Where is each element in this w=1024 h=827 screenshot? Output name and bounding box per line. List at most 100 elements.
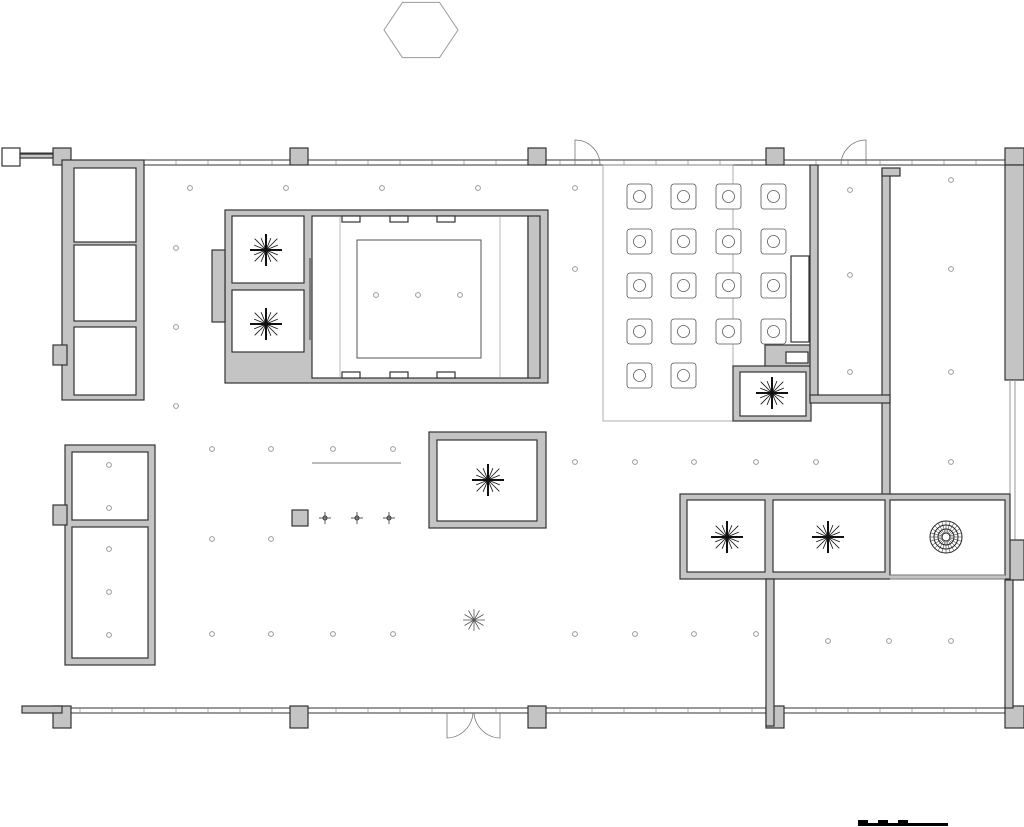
column xyxy=(1004,147,1024,166)
round-fixture-spoke xyxy=(930,537,943,542)
table-unit-seat xyxy=(677,279,690,292)
round-fixture-spoke xyxy=(947,523,955,534)
counter xyxy=(790,255,810,343)
ceiling-light-icon xyxy=(457,292,463,298)
table-unit xyxy=(670,318,697,345)
table-unit xyxy=(626,228,653,255)
ceiling-light-icon xyxy=(106,505,112,511)
round-fixture-icon xyxy=(933,524,959,550)
ceiling-light-icon xyxy=(187,185,193,191)
table-unit-seat xyxy=(722,190,735,203)
round-fixture-spoke xyxy=(934,539,944,549)
ceiling-light-icon xyxy=(753,459,759,465)
ceiling-light-icon xyxy=(209,631,215,637)
ceiling-fan-icon xyxy=(711,521,743,553)
ceiling-light-icon xyxy=(572,631,578,637)
grid-room xyxy=(602,164,734,422)
ceiling-light-icon xyxy=(825,638,831,644)
walls-layer xyxy=(1,1,1024,739)
table-unit xyxy=(760,228,787,255)
ceiling-light-icon xyxy=(330,631,336,637)
exterior-wall-stub xyxy=(21,705,63,714)
recess xyxy=(341,215,361,223)
ceiling-light-icon xyxy=(106,632,112,638)
round-fixture-icon xyxy=(937,528,955,546)
ceiling-light-icon xyxy=(173,245,179,251)
ceiling-light-icon xyxy=(475,185,481,191)
ceiling-light-icon xyxy=(106,462,112,468)
door-bottom-left xyxy=(446,712,474,739)
wall xyxy=(809,394,891,404)
ceiling-light-icon xyxy=(209,536,215,542)
wall xyxy=(881,167,901,177)
table-unit-seat xyxy=(633,325,646,338)
table-unit xyxy=(715,228,742,255)
table-unit-seat xyxy=(677,235,690,248)
column xyxy=(52,504,68,526)
round-fixture-spoke xyxy=(946,540,951,553)
ceiling-light-icon xyxy=(268,536,274,542)
table-unit-seat xyxy=(767,279,780,292)
ceiling-light-icon xyxy=(847,272,853,278)
ceiling-light-icon xyxy=(691,631,697,637)
ceiling-light-icon xyxy=(268,631,274,637)
round-fixture-spoke xyxy=(949,538,960,546)
ceiling-light-icon xyxy=(632,459,638,465)
column xyxy=(289,147,309,166)
table-unit xyxy=(626,362,653,389)
ceiling-light-icon xyxy=(948,369,954,375)
ceiling-light-icon xyxy=(379,185,385,191)
round-fixture-spoke xyxy=(949,532,962,537)
ceiling-fan-icon xyxy=(812,521,844,553)
round-fixture-spoke xyxy=(934,525,944,535)
entry-post xyxy=(1,147,21,167)
ceiling-light-icon xyxy=(948,459,954,465)
table-unit xyxy=(670,228,697,255)
wall xyxy=(765,578,775,727)
table-unit xyxy=(670,362,697,389)
column xyxy=(527,147,547,166)
side-panel xyxy=(211,249,226,323)
marker-icon xyxy=(386,515,392,521)
small-room xyxy=(231,289,305,353)
round-fixture-icon xyxy=(929,520,963,554)
round-fixture-spoke xyxy=(946,521,951,534)
ceiling-light-icon xyxy=(847,187,853,193)
ceiling-light-icon xyxy=(691,459,697,465)
ceiling-light-icon xyxy=(373,292,379,298)
ceiling-light-icon xyxy=(330,446,336,452)
table-unit-seat xyxy=(633,190,646,203)
marker-icon xyxy=(354,515,360,521)
round-fixture-spoke xyxy=(932,538,943,546)
storage-room xyxy=(73,167,137,243)
ceiling-light-icon xyxy=(948,638,954,644)
exterior-wall-right xyxy=(1004,579,1014,709)
round-fixture-spoke xyxy=(930,532,943,537)
round-fixture-spoke xyxy=(949,537,962,542)
round-fixture-spoke xyxy=(937,523,945,534)
table-unit-seat xyxy=(677,369,690,382)
table-unit-seat xyxy=(722,235,735,248)
round-fixture-spoke xyxy=(941,521,946,534)
recess xyxy=(436,215,456,223)
column xyxy=(52,344,68,366)
fixtures-layer xyxy=(106,177,963,826)
table-unit-seat xyxy=(633,279,646,292)
table-unit-seat xyxy=(677,190,690,203)
table-unit xyxy=(626,272,653,299)
ceiling-light-icon xyxy=(283,185,289,191)
ceiling-light-icon xyxy=(572,459,578,465)
wall xyxy=(527,215,541,379)
recess xyxy=(341,371,361,379)
ceiling-light-icon xyxy=(948,177,954,183)
table-unit xyxy=(715,318,742,345)
ceiling-fan-icon xyxy=(250,234,282,266)
stage-area xyxy=(356,239,482,359)
ceiling-light-icon xyxy=(948,266,954,272)
ceiling-light-icon xyxy=(813,459,819,465)
table-unit-seat xyxy=(633,235,646,248)
table-unit-seat xyxy=(767,325,780,338)
room xyxy=(889,499,1006,576)
ceiling-fan-icon xyxy=(472,464,504,496)
